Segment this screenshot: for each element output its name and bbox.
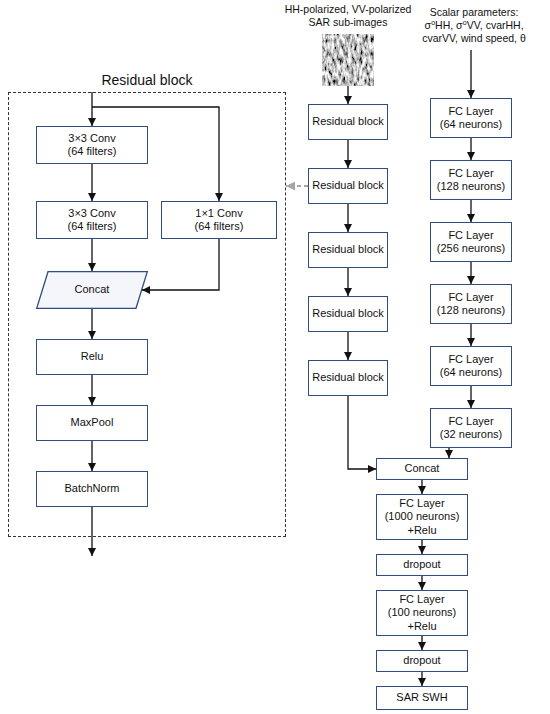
flow-arrow xyxy=(470,324,471,346)
flow-arrow xyxy=(470,262,471,284)
flow-arrow xyxy=(142,239,219,290)
node-label: 1×1 Conv (64 filters) xyxy=(194,207,243,233)
fc-layer-box: FC Layer (128 neurons) xyxy=(430,160,512,200)
node-label: dropout xyxy=(403,654,440,667)
node-label: Residual block xyxy=(312,307,384,320)
concat-box: Concat xyxy=(376,458,468,480)
flow-arrow xyxy=(91,164,92,201)
flow-arrow xyxy=(91,375,92,405)
fc-layer-box: FC Layer (256 neurons) xyxy=(430,222,512,262)
block-input-line xyxy=(91,92,92,126)
fc-layer-box: FC Layer (64 neurons) xyxy=(430,98,512,138)
concat-parallelogram: Concat xyxy=(36,271,148,309)
node-label: FC Layer (100 neurons) +Relu xyxy=(388,593,457,633)
output-box: SAR SWH xyxy=(376,686,468,710)
flow-arrow xyxy=(470,138,471,160)
flow-arrow xyxy=(91,309,92,339)
fc-layer-box: FC Layer (128 neurons) xyxy=(430,284,512,324)
dropout-box: dropout xyxy=(376,554,468,576)
node-label: Concat xyxy=(405,462,440,475)
node-label: FC Layer (1000 neurons) +Relu xyxy=(384,497,459,537)
flow-arrow xyxy=(421,672,422,686)
node-label: FC Layer (64 neurons) xyxy=(440,353,503,379)
node-label: SAR SWH xyxy=(396,691,447,704)
batchnorm-box: BatchNorm xyxy=(36,471,148,507)
flow-arrow xyxy=(470,386,471,408)
node-label: 3×3 Conv (64 filters) xyxy=(67,132,116,158)
input-arrow xyxy=(347,86,348,104)
flow-arrow xyxy=(470,200,471,222)
input-arrow xyxy=(470,50,471,98)
node-label: FC Layer (32 neurons) xyxy=(440,415,503,441)
conv-layer-box: 3×3 Conv (64 filters) xyxy=(36,126,148,164)
flow-arrow xyxy=(347,332,348,360)
fc-layer-box: FC Layer (100 neurons) +Relu xyxy=(376,590,468,636)
node-label: Residual block xyxy=(312,243,384,256)
flow-arrow xyxy=(448,448,449,458)
node-label: FC Layer (256 neurons) xyxy=(437,229,506,255)
node-label: Residual block xyxy=(312,115,384,128)
residual-block-detail: Residual block3×3 Conv (64 filters)3×3 C… xyxy=(8,92,286,537)
flow-arrow xyxy=(421,576,422,590)
flow-arrow xyxy=(421,480,422,494)
node-label: Concat xyxy=(75,283,110,296)
flow-arrow xyxy=(347,204,348,232)
flow-arrow xyxy=(421,636,422,650)
fc-layer-box: FC Layer (64 neurons) xyxy=(430,346,512,386)
residual-block-box: Residual block xyxy=(308,296,388,332)
node-label: Residual block xyxy=(312,179,384,192)
input-caption: HH-polarized, VV-polarized SAR sub-image… xyxy=(278,3,418,29)
node-label: dropout xyxy=(403,558,440,571)
residual-block-box: Residual block xyxy=(308,232,388,268)
residual-block-box: Residual block xyxy=(308,104,388,140)
node-label: BatchNorm xyxy=(64,482,119,495)
flow-arrow xyxy=(347,268,348,296)
block-output-line xyxy=(91,507,92,556)
node-label: MaxPool xyxy=(71,416,114,429)
input-caption: Scalar parameters: σ⁰HH, σ⁰VV, cvarHH, c… xyxy=(415,6,533,45)
pooling-box: MaxPool xyxy=(36,405,148,441)
parallelogram-shape xyxy=(37,272,148,309)
residual-block-box: Residual block xyxy=(308,168,388,204)
dropout-box: dropout xyxy=(376,650,468,672)
node-label: FC Layer (128 neurons) xyxy=(437,291,506,317)
activation-box: Relu xyxy=(36,339,148,375)
node-label: FC Layer (128 neurons) xyxy=(437,167,506,193)
fc-layer-box: FC Layer (32 neurons) xyxy=(430,408,512,448)
node-label: Relu xyxy=(81,350,104,363)
node-label: FC Layer (64 neurons) xyxy=(440,105,503,131)
flow-arrow xyxy=(347,140,348,168)
group-heading: Residual block xyxy=(9,72,285,89)
node-label: 3×3 Conv (64 filters) xyxy=(67,207,116,233)
node-label: Residual block xyxy=(312,371,384,384)
expand-arrow xyxy=(286,185,308,187)
fc-layer-box: FC Layer (1000 neurons) +Relu xyxy=(376,494,468,540)
flow-arrow xyxy=(91,239,92,271)
sar-sub-image xyxy=(322,34,374,86)
conv-layer-box: 1×1 Conv (64 filters) xyxy=(161,201,277,239)
flow-arrow xyxy=(421,540,422,554)
flow-arrow xyxy=(348,396,376,469)
flow-arrow xyxy=(91,441,92,471)
residual-block-box: Residual block xyxy=(308,360,388,396)
conv-layer-box: 3×3 Conv (64 filters) xyxy=(36,201,148,239)
